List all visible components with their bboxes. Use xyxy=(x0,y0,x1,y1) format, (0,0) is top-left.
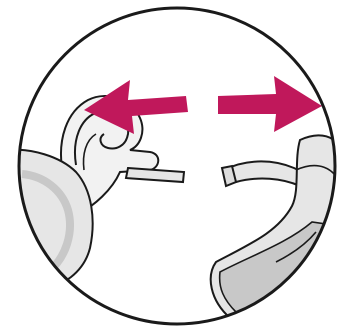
hearing-aid xyxy=(211,135,346,318)
diagram-interior xyxy=(8,76,346,318)
arrow-right-shape xyxy=(218,76,322,132)
arrow-right xyxy=(218,76,322,132)
hearing-aid-port xyxy=(306,274,314,282)
earmold-tube xyxy=(126,168,184,182)
